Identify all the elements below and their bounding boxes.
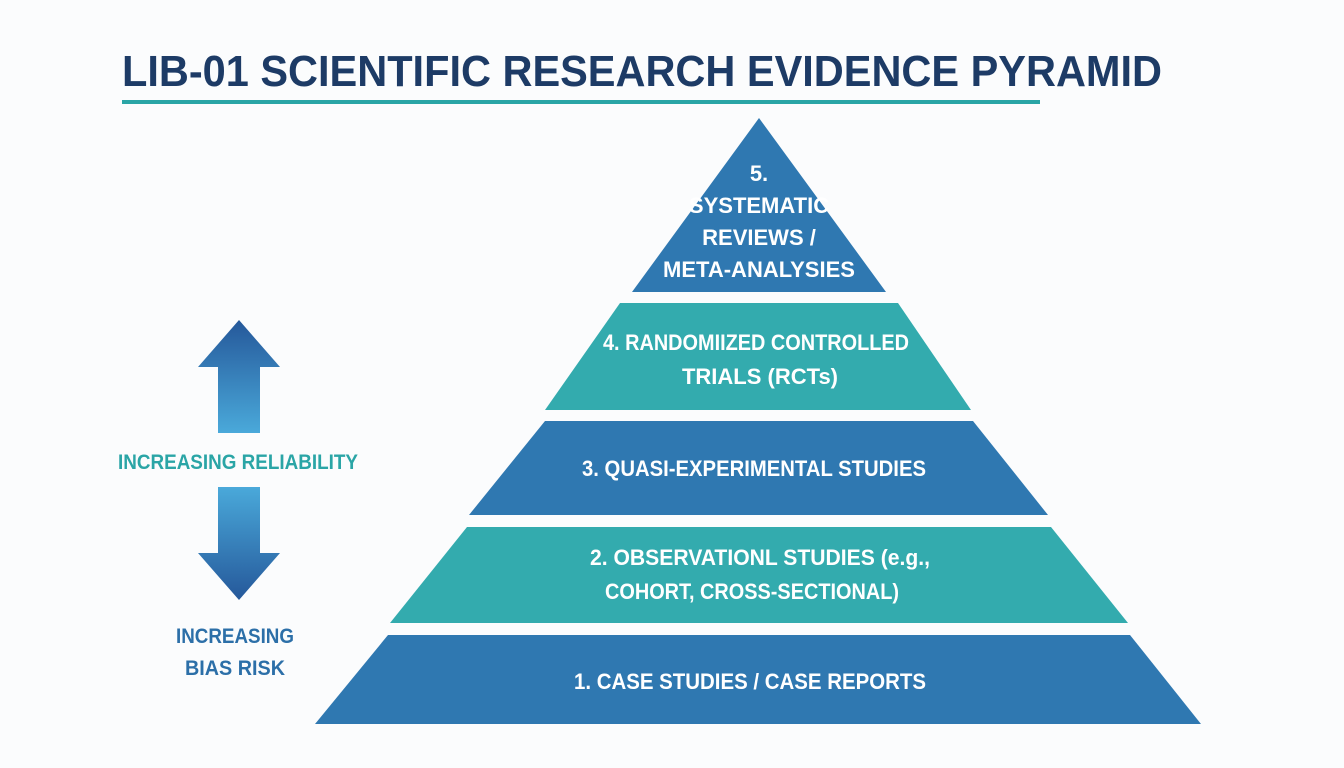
tier-2-label: 2. OBSERVATIONL STUDIES (e.g., COHORT, C…: [590, 545, 930, 604]
increasing-reliability-label: INCREASING RELIABILITY: [118, 451, 358, 474]
tier-5-label: 5. SYSTEMATIC REVIEWS / META-ANALYSIES: [663, 161, 855, 282]
tier-3-label: 3. QUASI-EXPERIMENTAL STUDIES: [582, 456, 926, 481]
page-title: LIB-01 SCIENTIFIC RESEARCH EVIDENCE PYRA…: [122, 47, 1162, 96]
tier-2-line: 2. OBSERVATIONL STUDIES (e.g.,: [590, 545, 930, 570]
title-underline: [122, 100, 1040, 104]
tier-5-line: 5.: [750, 161, 768, 186]
tier-5-line: REVIEWS /: [702, 225, 816, 250]
tier-4-shape: [545, 303, 971, 410]
tier-4-line: 4. RANDOMIIZED CONTROLLED: [603, 330, 909, 355]
tier-5-line: SYSTEMATIC: [689, 193, 829, 218]
bias-risk-label-line: BIAS RISK: [185, 657, 285, 680]
tier-1-label: 1. CASE STUDIES / CASE REPORTS: [574, 669, 926, 694]
arrow-down-icon: [198, 487, 280, 600]
bias-risk-label-line: INCREASING: [176, 625, 294, 648]
tier-5-shape: [632, 118, 886, 292]
tier-4-line: TRIALS (RCTs): [682, 364, 838, 389]
tier-2-shape: [390, 527, 1128, 623]
tier-4-label: 4. RANDOMIIZED CONTROLLED TRIALS (RCTs): [603, 330, 909, 389]
tier-3-shape: [469, 421, 1048, 515]
tier-5-line: META-ANALYSIES: [663, 257, 855, 282]
tier-1-shape: [315, 635, 1201, 724]
arrow-up-icon: [198, 320, 280, 433]
tier-2-line: COHORT, CROSS-SECTIONAL): [605, 579, 899, 604]
